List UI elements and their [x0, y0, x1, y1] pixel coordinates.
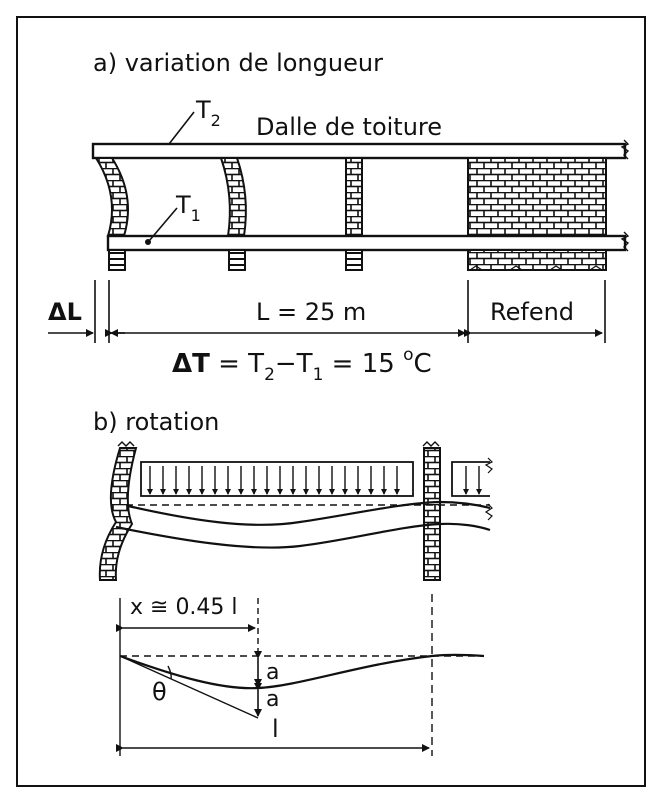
refend-base-break: [469, 265, 603, 271]
figure-frame: [16, 16, 646, 787]
left-wall-break: [117, 441, 135, 447]
deflection-curve: [119, 653, 485, 690]
deformed-outer-wall: [94, 157, 129, 237]
refend-label: Refend: [490, 298, 574, 326]
refend-wall-base: [467, 249, 607, 271]
section-a-title: a) variation de longueur: [93, 49, 383, 77]
t1-label: T1: [175, 191, 201, 225]
wall-3: [345, 157, 363, 237]
x-label: x ≅ 0.45 l: [130, 595, 238, 620]
section-b: b) rotation: [93, 408, 494, 756]
floor-break-mark: [620, 231, 630, 252]
floor-slab: [106, 234, 627, 252]
rotated-left-wall: [98, 447, 138, 581]
slab-break-right: [484, 503, 493, 521]
t2-label: T2: [195, 96, 221, 130]
slab-break-mark: [620, 139, 630, 160]
deformed-wall-2: [219, 157, 247, 237]
deflected-slab-top: [127, 500, 491, 526]
wall-3-base: [345, 249, 363, 271]
roof-slab: [91, 142, 627, 160]
right-wall: [423, 447, 441, 581]
load-break-mark: [484, 457, 494, 474]
temperature-equation: ΔT = T2−T1 = 15 oC: [172, 345, 432, 385]
slab-label: Dalle de toiture: [256, 113, 442, 141]
deflected-slab-bottom: [115, 522, 491, 549]
distributed-load-right: [451, 461, 490, 497]
a-label-top: a: [266, 660, 279, 685]
outer-wall-base: [108, 249, 126, 271]
tangent-line: [119, 655, 259, 719]
length-label: L = 25 m: [256, 298, 366, 326]
delta-l-label: ΔL: [48, 298, 82, 326]
theta-label: θ: [152, 678, 167, 706]
theta-arc: [167, 665, 172, 680]
section-a: a) variation de longueur T2 Dalle de toi…: [48, 49, 630, 385]
t1-point: [145, 239, 151, 245]
load-arrows: [147, 466, 400, 495]
span-label: l: [272, 715, 279, 743]
t1-leader: [148, 207, 178, 242]
section-b-title: b) rotation: [93, 408, 219, 436]
refend-wall: [467, 157, 607, 237]
distributed-load: [140, 461, 414, 497]
wall-2-base: [228, 249, 246, 271]
a-label-bottom: a: [266, 687, 279, 712]
right-wall-break: [422, 441, 440, 447]
load-arrows-right: [463, 466, 482, 495]
